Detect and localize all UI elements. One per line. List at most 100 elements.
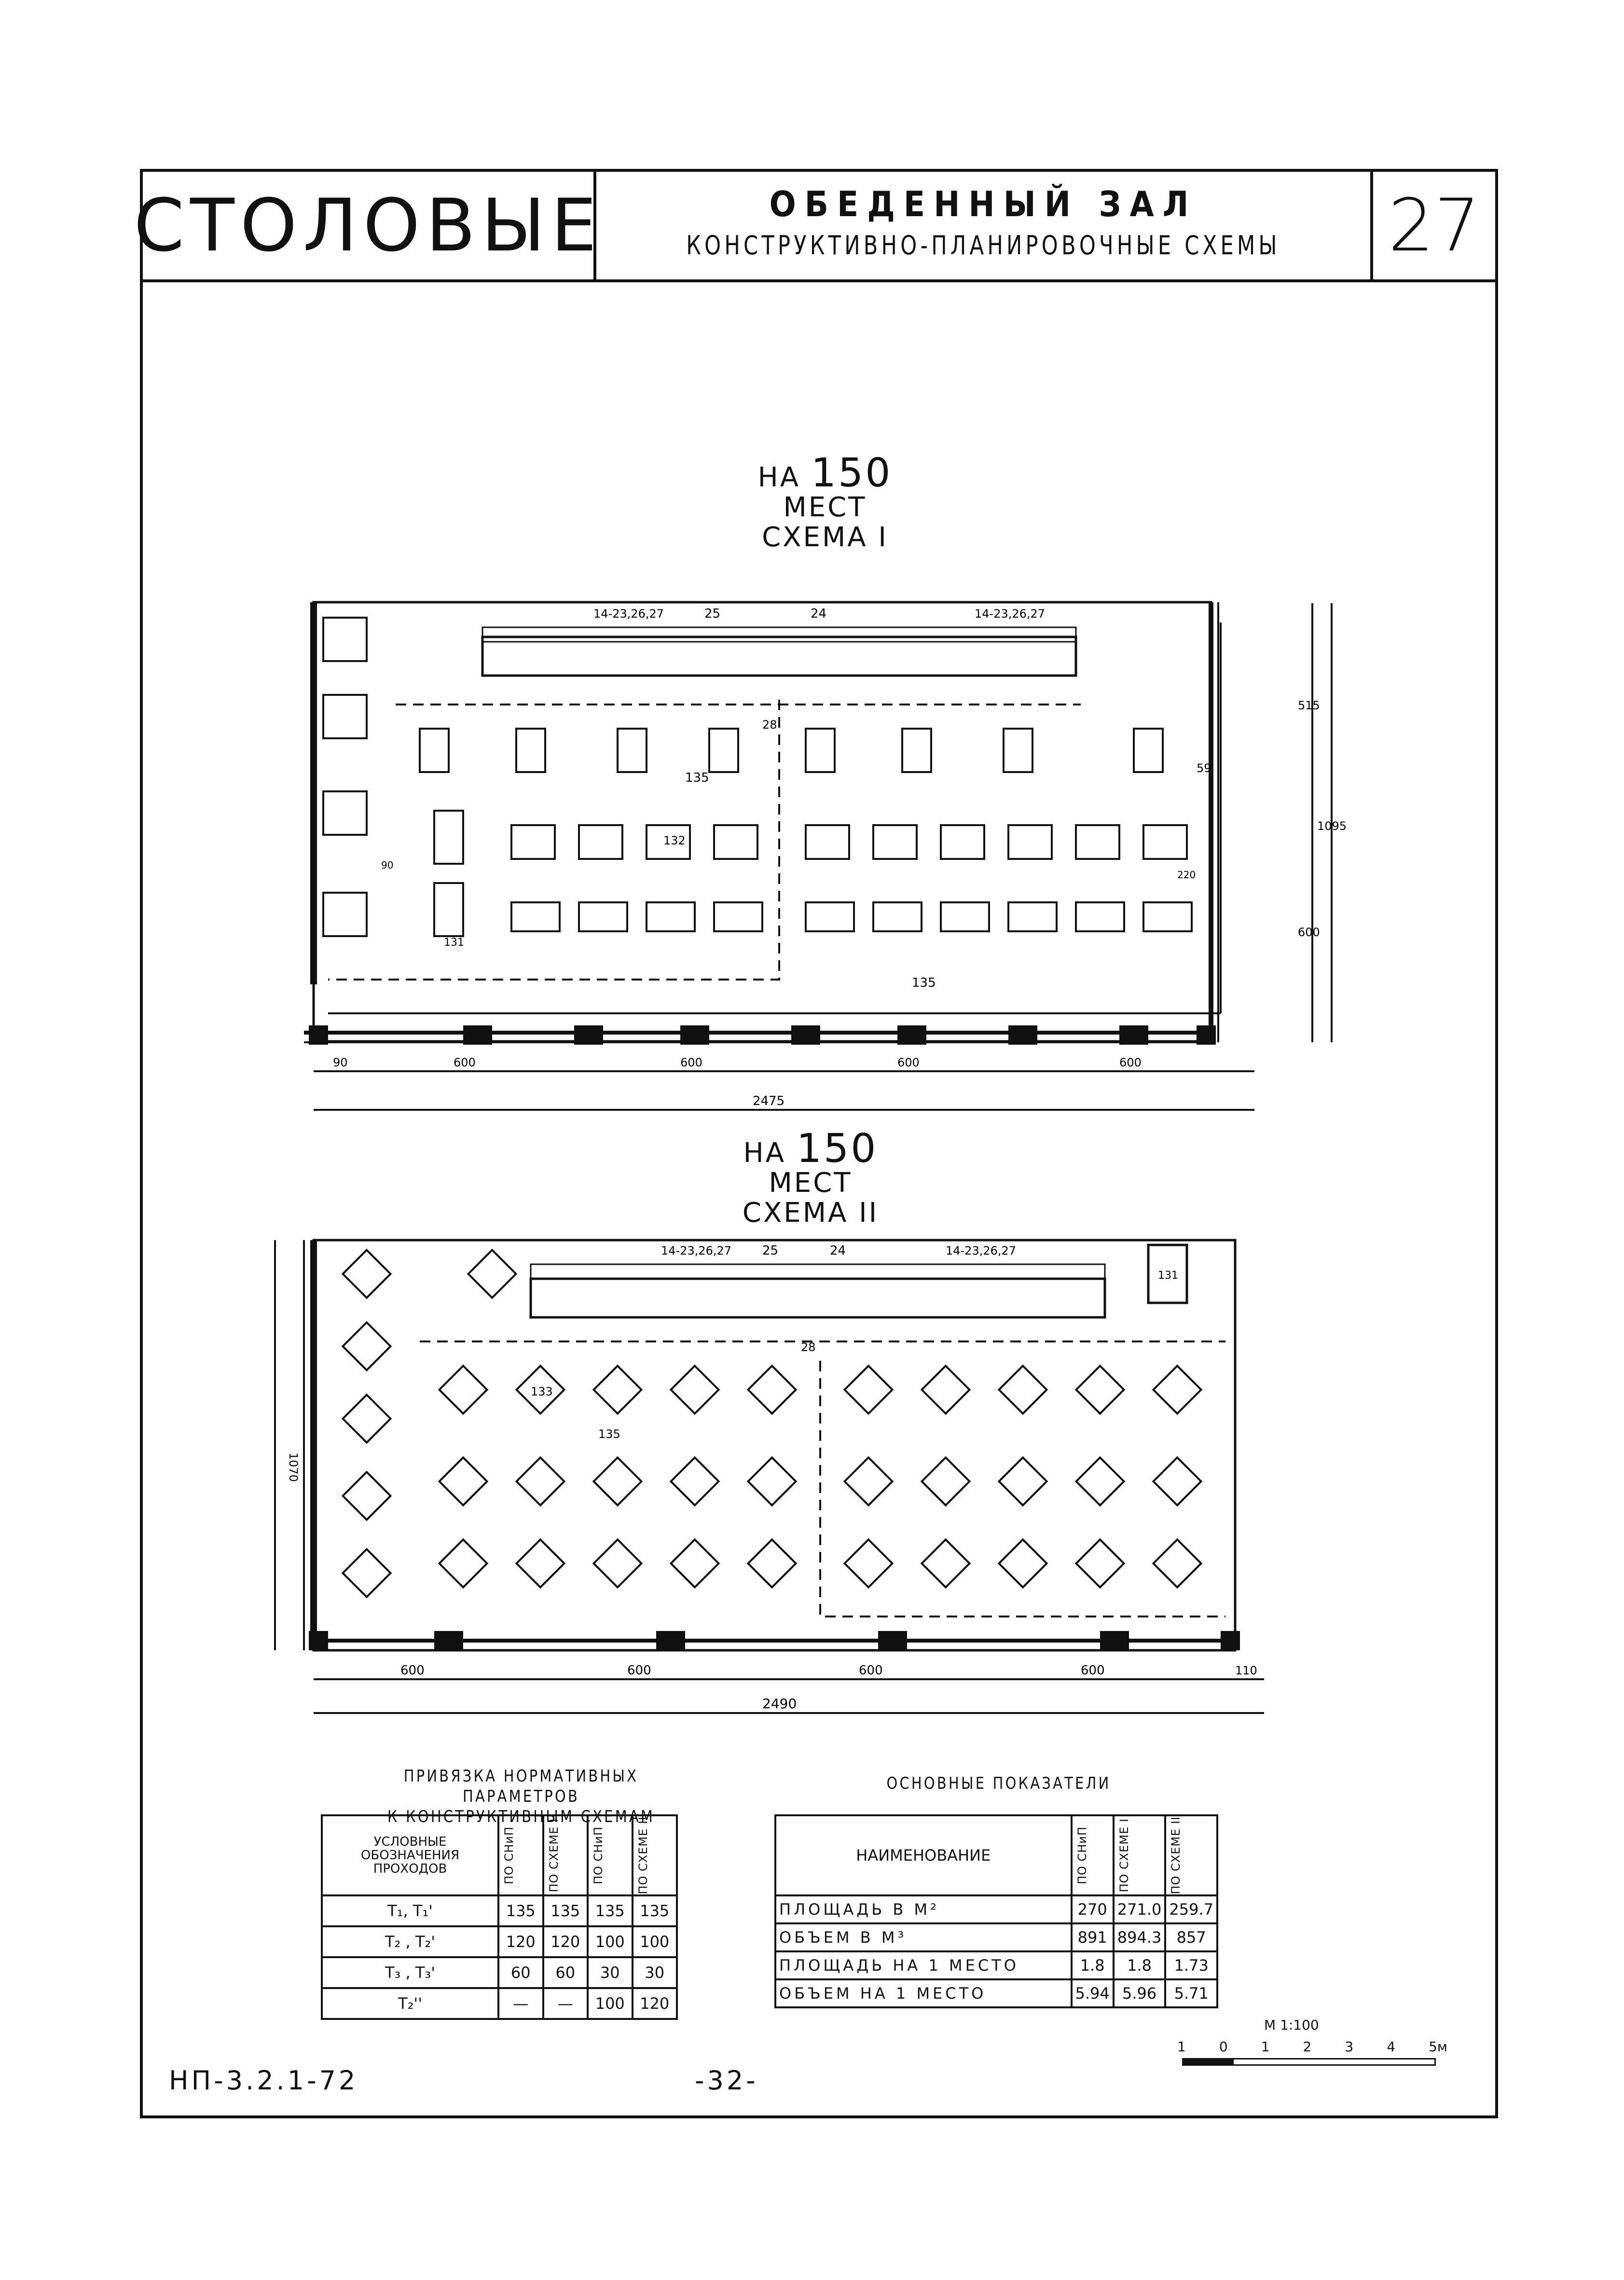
params-cell: — bbox=[542, 1987, 589, 2020]
scheme2-label-equip-right: 14-23,26,27 bbox=[946, 1244, 1016, 1257]
scheme1-dim-600d: 600 bbox=[1119, 1056, 1142, 1069]
indicators-caption: ОСНОВНЫЕ ПОКАЗАТЕЛИ bbox=[886, 1774, 1111, 1793]
title-center: ОБЕДЕННЫЙ ЗАЛ КОНСТРУКТИВНО-ПЛАНИРОВОЧНЫ… bbox=[596, 172, 1373, 279]
params-caption-line1: ПРИВЯЗКА НОРМАТИВНЫХ ПАРАМЕТРОВ bbox=[403, 1767, 639, 1806]
params-cell: 120 bbox=[631, 1987, 678, 2020]
indicators-row: ОБЪЕМ НА 1 МЕСТО 5.94 5.96 5.71 bbox=[774, 1978, 1218, 2008]
params-cell: 100 bbox=[587, 1987, 633, 2020]
scheme1-label-135b: 135 bbox=[912, 976, 936, 990]
scheme1-dim-515: 515 bbox=[1298, 699, 1320, 712]
params-cell: 30 bbox=[631, 1956, 678, 1989]
scheme1-dim-600r: 600 bbox=[1298, 926, 1320, 939]
scale-tick: 2 bbox=[1303, 2039, 1312, 2055]
indicators-cell: ОБЪЕМ НА 1 МЕСТО bbox=[774, 1978, 1073, 2008]
params-row: Т₂'' — — 100 120 bbox=[321, 1987, 678, 2020]
indicators-cell: 259.7 bbox=[1164, 1894, 1218, 1924]
scheme1-heading-scheme: СХЕМА І bbox=[762, 522, 888, 553]
scheme1-label-131: 131 bbox=[444, 937, 464, 949]
params-cell: — bbox=[497, 1987, 544, 2020]
scheme1-label-59: 59 bbox=[1197, 761, 1211, 775]
scheme1-dim-600c: 600 bbox=[897, 1056, 920, 1069]
scheme1-heading-num: 150 bbox=[811, 450, 893, 496]
indicators-cell: 271.0 bbox=[1112, 1894, 1167, 1924]
scheme2-dim-600c: 600 bbox=[859, 1663, 883, 1678]
scheme2-label-135: 135 bbox=[598, 1427, 620, 1441]
scheme2-heading-post: МЕСТ bbox=[769, 1167, 853, 1199]
params-cell: 135 bbox=[497, 1894, 544, 1927]
footer-code: НП-3.2.1-72 bbox=[169, 2065, 358, 2096]
scheme1-label-equip-right: 14-23,26,27 bbox=[975, 607, 1045, 621]
params-cell: 135 bbox=[587, 1894, 633, 1927]
scheme1-table-row-2 bbox=[510, 824, 1188, 860]
scheme2-label-equip-left: 14-23,26,27 bbox=[661, 1244, 731, 1257]
scale-tick: 1 bbox=[1177, 2039, 1186, 2055]
scheme2-dim-total: 2490 bbox=[762, 1696, 797, 1712]
scheme1-plan: 14-23,26,27 25 24 14-23,26,27 28 59 135 … bbox=[304, 601, 1347, 1111]
indicators-header-col1: ПО СНиП bbox=[1075, 1826, 1089, 1884]
scale-ticks: 1 0 1 2 3 4 5м bbox=[1177, 2039, 1447, 2055]
scheme1-heading: НА 150 МЕСТ СХЕМА І bbox=[724, 454, 926, 553]
indicators-header-first: НАИМЕНОВАНИЕ bbox=[774, 1814, 1073, 1896]
params-cell: 135 bbox=[631, 1894, 678, 1927]
scheme1-dim-1095: 1095 bbox=[1317, 819, 1347, 833]
indicators-cell: 891 bbox=[1070, 1922, 1115, 1952]
params-header-first: УСЛОВНЫЕ ОБОЗНАЧЕНИЯ ПРОХОДОВ bbox=[321, 1814, 499, 1896]
scale-bar bbox=[1182, 2058, 1436, 2066]
params-cell: 60 bbox=[497, 1956, 544, 1989]
title-block: СТОЛОВЫЕ ОБЕДЕННЫЙ ЗАЛ КОНСТРУКТИВНО-ПЛА… bbox=[134, 169, 1498, 282]
scheme1-dim-90s: 90 bbox=[381, 859, 393, 871]
params-cell: Т₂'' bbox=[321, 1987, 499, 2020]
scheme1-label-135: 135 bbox=[685, 771, 709, 785]
scheme1-heading-pre: НА bbox=[757, 462, 801, 493]
indicators-header-col3: ПО СХЕМЕ ІІ bbox=[1169, 1816, 1183, 1894]
scheme1-left-tables bbox=[322, 617, 464, 937]
params-header-col2: ПО СХЕМЕ І bbox=[547, 1818, 561, 1893]
footer-page: -32- bbox=[695, 2065, 758, 2096]
scheme1-dim-total: 2475 bbox=[753, 1094, 784, 1108]
params-cell: 100 bbox=[587, 1925, 633, 1958]
params-header-col4: ПО СХЕМЕ ІІ bbox=[636, 1816, 650, 1894]
indicators-header-col2: ПО СХЕМЕ І bbox=[1117, 1818, 1131, 1893]
scheme1-dim-90: 90 bbox=[333, 1056, 348, 1069]
indicators-cell: 857 bbox=[1164, 1922, 1218, 1952]
indicators-row: ПЛОЩАДЬ НА 1 МЕСТО 1.8 1.8 1.73 bbox=[774, 1950, 1218, 1980]
params-cell: 60 bbox=[542, 1956, 589, 1989]
indicators-row: ОБЪЕМ В М³ 891 894.3 857 bbox=[774, 1922, 1218, 1952]
scale-tick: 4 bbox=[1387, 2039, 1396, 2055]
indicators-cell: 1.73 bbox=[1164, 1950, 1218, 1980]
scheme1-dim-220: 220 bbox=[1177, 869, 1196, 881]
params-cell: 120 bbox=[542, 1925, 589, 1958]
scheme2-label-133: 133 bbox=[531, 1385, 553, 1398]
params-cell: Т₁, Т₁' bbox=[321, 1894, 499, 1927]
params-cell: 100 bbox=[631, 1925, 678, 1958]
indicators-cell: 1.8 bbox=[1112, 1950, 1167, 1980]
indicators-cell: 5.96 bbox=[1112, 1978, 1167, 2008]
scheme2-dim-left: 1070 bbox=[287, 1452, 300, 1482]
params-row: Т₁, Т₁' 135 135 135 135 bbox=[321, 1894, 678, 1927]
sheet-title: ОБЕДЕННЫЙ ЗАЛ bbox=[769, 184, 1197, 224]
scheme2-label-131: 131 bbox=[1158, 1270, 1178, 1282]
scheme1-heading-post: МЕСТ bbox=[783, 492, 867, 523]
sheet-subtitle: КОНСТРУКТИВНО-ПЛАНИРОВОЧНЫЕ СХЕМЫ bbox=[686, 230, 1280, 261]
scheme1-dim-600a: 600 bbox=[454, 1056, 476, 1069]
params-row: Т₃ , Т₃' 60 60 30 30 bbox=[321, 1956, 678, 1989]
indicators-cell: 1.8 bbox=[1070, 1950, 1115, 1980]
scale-tick: 5м bbox=[1429, 2039, 1447, 2055]
scheme2-label-25: 25 bbox=[762, 1244, 778, 1258]
params-cell: 120 bbox=[497, 1925, 544, 1958]
params-header-col3: ПО СНиП bbox=[592, 1826, 605, 1884]
scheme2-dim-600b: 600 bbox=[627, 1663, 651, 1678]
scheme2-plan: 14-23,26,27 25 24 14-23,26,27 28 133 135… bbox=[274, 1239, 1264, 1714]
scheme2-dim-600d: 600 bbox=[1081, 1663, 1105, 1678]
scheme1-label-25: 25 bbox=[704, 607, 720, 621]
params-cell: 30 bbox=[587, 1956, 633, 1989]
params-row: Т₂ , Т₂' 120 120 100 100 bbox=[321, 1925, 678, 1958]
scale-tick: 0 bbox=[1219, 2039, 1228, 2055]
scheme1-table-row-1 bbox=[419, 728, 1164, 773]
scheme2-label-24: 24 bbox=[830, 1244, 846, 1258]
indicators-row: ПЛОЩАДЬ В М² 270 271.0 259.7 bbox=[774, 1894, 1218, 1924]
scheme1-label-24: 24 bbox=[811, 607, 826, 621]
indicators-cell: 5.71 bbox=[1164, 1978, 1218, 2008]
scale-tick: 1 bbox=[1261, 2039, 1270, 2055]
brand-title: СТОЛОВЫЕ bbox=[134, 172, 597, 279]
